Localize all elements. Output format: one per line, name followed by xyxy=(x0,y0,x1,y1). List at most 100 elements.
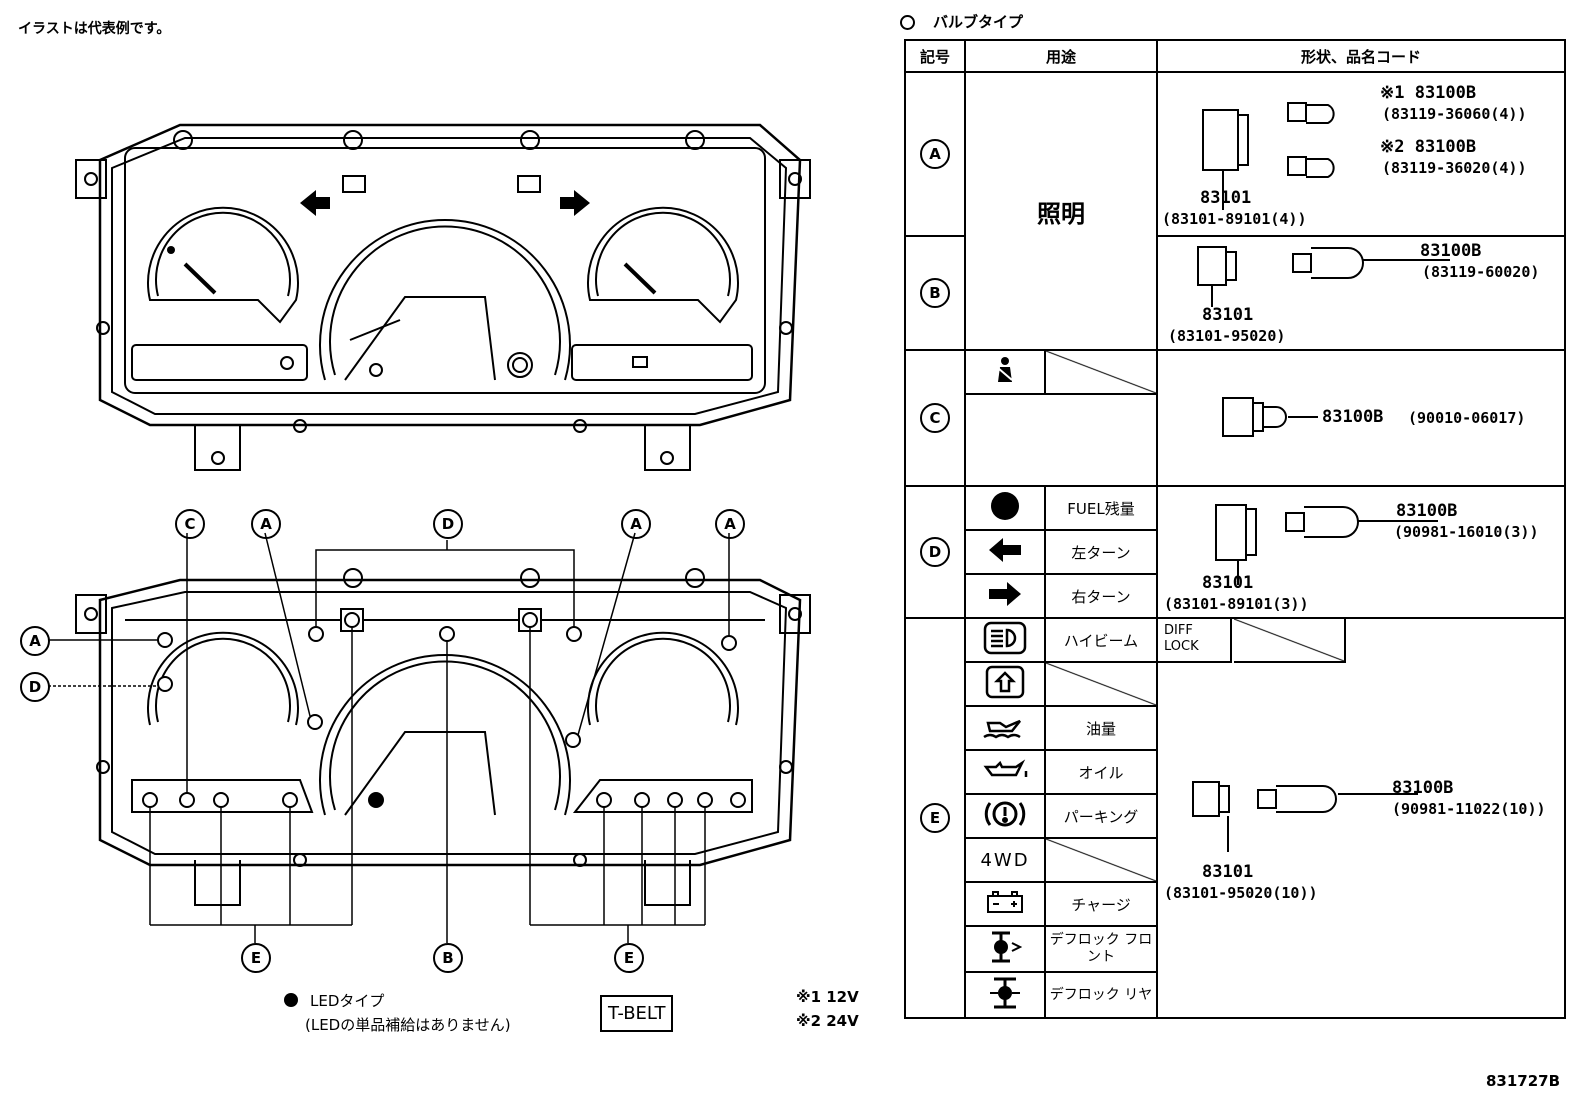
oil-level-icon xyxy=(964,705,1046,751)
row-c-blank xyxy=(964,393,1158,487)
diff-lock-label: DIFF LOCK xyxy=(1158,619,1232,663)
led-note: (LEDの単品補給はありません) xyxy=(305,1016,511,1034)
bulb-socket-c-icon xyxy=(1222,397,1318,437)
callout-a: A xyxy=(621,509,651,539)
bulb-socket-e-icon xyxy=(1192,781,1418,852)
fuel-led-icon xyxy=(964,485,1046,531)
part-d-bulb: 83100B xyxy=(1396,501,1458,521)
item-oil-level: 油量 xyxy=(1044,705,1158,751)
bulb-socket-d-icon xyxy=(1215,504,1438,585)
voltage-note-1: ※1 12V xyxy=(796,988,859,1006)
part-b-bulb-code: (83119-60020) xyxy=(1422,263,1540,281)
table-title: バルブタイプ xyxy=(900,11,1023,32)
table-row-e-oil: オイル xyxy=(905,749,1565,795)
symbol-a: A xyxy=(920,139,950,169)
callout-c: C xyxy=(175,509,205,539)
table-row-e-diff-rear: デフロック リヤ xyxy=(905,971,1565,1019)
symbol-d: D xyxy=(920,537,950,567)
seatbelt-icon xyxy=(964,349,1046,395)
battery-charge-icon xyxy=(964,881,1046,927)
diff-lock-rear-icon xyxy=(964,971,1046,1019)
table-row-e-parking: パーキング xyxy=(905,793,1565,839)
part-a-socket: 83101 xyxy=(1200,188,1252,208)
part-e-bulb-code: (90981-11022(10)) xyxy=(1392,800,1546,818)
part-e-socket-code: (83101-95020(10)) xyxy=(1164,884,1318,902)
table-row-e-diff-front: デフロック フロント xyxy=(905,925,1565,973)
callout-e: E xyxy=(614,943,644,973)
table-row-d-right: 右ターン xyxy=(905,573,1565,619)
item-diff-lock-rear: デフロック リヤ xyxy=(1044,971,1158,1019)
row-e-symbol: E xyxy=(904,617,966,1019)
illustration-note: イラストは代表例です。 xyxy=(18,21,171,37)
item-high-beam: ハイビーム xyxy=(1044,617,1158,663)
item-left-turn: 左ターン xyxy=(1044,529,1158,575)
part-a-1: ※1 83100B xyxy=(1380,83,1477,103)
part-b-socket: 83101 xyxy=(1202,305,1254,325)
symbol-c: C xyxy=(920,403,950,433)
led-dot-icon xyxy=(284,993,298,1007)
item-oil: オイル xyxy=(1044,749,1158,795)
callout-a: A xyxy=(715,509,745,539)
led-label: LEDタイプ xyxy=(310,992,385,1010)
row-c-parts: 83100B (90010-06017) xyxy=(1156,349,1566,487)
row-c-symbol: C xyxy=(904,349,966,487)
table-row-e-indicator: 83100B (90981-11022(10)) 83101 (83101-95… xyxy=(905,661,1566,1019)
parking-brake-icon xyxy=(964,793,1046,839)
callout-d: D xyxy=(20,672,50,702)
part-a-2: ※2 83100B xyxy=(1380,137,1477,157)
item-fuel: FUEL残量 xyxy=(1044,485,1158,531)
part-e-bulb: 83100B xyxy=(1392,778,1454,798)
item-charge: チャージ xyxy=(1044,881,1158,927)
part-c-bulb-code: (90010-06017) xyxy=(1408,409,1526,427)
high-beam-icon xyxy=(964,617,1046,663)
part-d-bulb-code: (90981-16010(3)) xyxy=(1394,523,1539,541)
row-e-4wd-empty xyxy=(1044,837,1158,883)
usage-lighting: 照明 xyxy=(964,71,1158,351)
oil-pressure-icon xyxy=(964,749,1046,795)
callout-a: A xyxy=(20,626,50,656)
header-usage: 用途 xyxy=(964,39,1158,73)
bulb-socket-a-icon xyxy=(1202,102,1335,210)
part-e-socket: 83101 xyxy=(1202,862,1254,882)
part-d-socket-code: (83101-89101(3)) xyxy=(1164,595,1309,613)
table-row-e-charge: チャージ xyxy=(905,881,1565,927)
row-e-empty xyxy=(1044,661,1158,707)
part-b-bulb: 83100B xyxy=(1420,241,1482,261)
row-a-parts: ※1 83100B (83119-36060(4)) ※2 83100B (83… xyxy=(1156,71,1566,237)
indicator-box-icon xyxy=(964,661,1046,707)
symbol-e: E xyxy=(920,803,950,833)
table-row-a: A 照明 ※1 83100B (83119-36060(4)) ※2 83100… xyxy=(904,71,1566,351)
callout-b: B xyxy=(433,943,463,973)
table-row-e-oil-level: 油量 xyxy=(905,705,1565,751)
table-row-d-left: 左ターン xyxy=(905,529,1565,575)
bulb-socket-b-icon xyxy=(1197,246,1450,307)
cluster-front-view xyxy=(75,123,811,471)
part-a-1-code: (83119-36060(4)) xyxy=(1382,105,1527,123)
callout-e: E xyxy=(241,943,271,973)
circle-bullet-icon xyxy=(900,15,915,30)
table-header-row: 記号 用途 形状、品名コード xyxy=(904,39,1566,73)
item-diff-lock-front: デフロック フロント xyxy=(1044,925,1158,973)
callout-d: D xyxy=(433,509,463,539)
table-row-d-fuel: D FUEL残量 83100B (90981-16010(3)) 83101 (… xyxy=(904,485,1566,619)
callout-a: A xyxy=(251,509,281,539)
part-d-socket: 83101 xyxy=(1202,573,1254,593)
row-a-symbol: A xyxy=(904,71,966,237)
voltage-note-2: ※2 24V xyxy=(796,1012,859,1030)
row-b-parts: 83100B (83119-60020) 83101 (83101-95020) xyxy=(1156,235,1566,351)
item-right-turn: 右ターン xyxy=(1044,573,1158,619)
bulb-type-table: 記号 用途 形状、品名コード A 照明 ※1 83100B (83119-360… xyxy=(904,39,1566,1019)
item-parking: パーキング xyxy=(1044,793,1158,839)
row-b-symbol: B xyxy=(904,235,966,351)
4wd-icon: 4WD xyxy=(964,837,1046,883)
cluster-rear-view xyxy=(48,532,811,943)
right-turn-arrow-icon xyxy=(964,573,1046,619)
table-row-c2 xyxy=(905,393,1565,487)
part-b-socket-code: (83101-95020) xyxy=(1168,327,1286,345)
table-row-e-4wd: 4WD xyxy=(905,837,1565,883)
diff-lock-front-icon xyxy=(964,925,1046,973)
table-row-e-highbeam: E ハイビーム DIFF LOCK xyxy=(904,617,1566,1019)
table-row-b: B 83100B (83119-60020) 83101 (83101-9502… xyxy=(904,235,1566,351)
row-e-parts: 83100B (90981-11022(10)) 83101 (83101-95… xyxy=(1156,662,1566,1019)
part-a-socket-code: (83101-89101(4)) xyxy=(1162,210,1307,228)
